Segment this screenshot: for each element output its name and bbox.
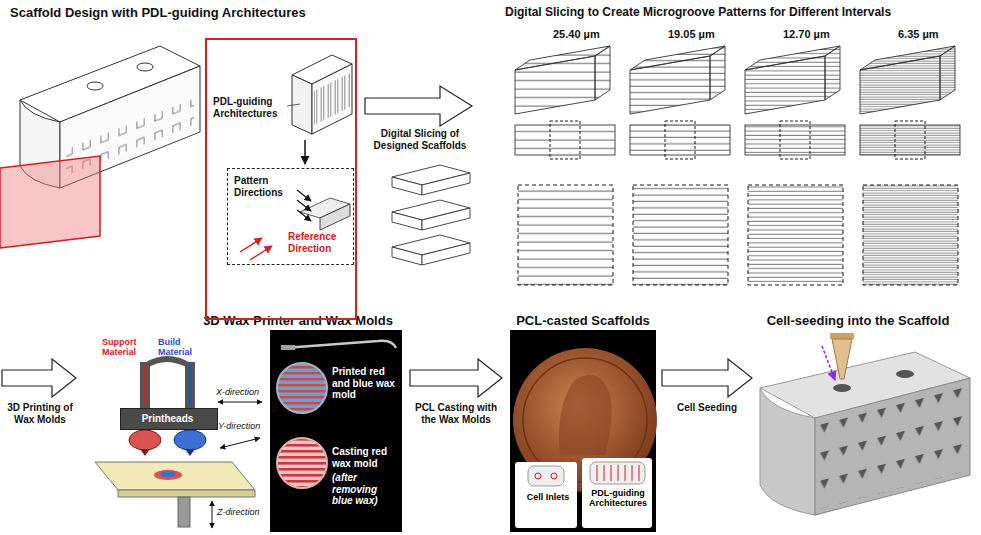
zoom-drawing [287, 55, 352, 164]
printheads-label: Printheads [121, 413, 214, 425]
seeding-drawing [760, 333, 970, 515]
material-label: Support Material [102, 337, 150, 358]
interval-label: 25.40 µm [553, 28, 600, 41]
pattern-label: Pattern Directions [234, 175, 296, 198]
interval-label: 19.05 µm [668, 28, 715, 41]
part-label: PDL-guiding Architectures [583, 488, 653, 509]
interval-label: 12.70 µm [783, 28, 830, 41]
printer-drawing [95, 359, 262, 528]
arrow-label: 3D Printing of Wax Molds [0, 402, 80, 425]
arrow-label: Digital Slicing of Designed Scaffolds [364, 128, 476, 151]
scaffold-drawing [0, 46, 200, 248]
slice-stack [392, 165, 470, 265]
printheads-box: Printheads [120, 408, 218, 430]
pattern-drawing [240, 190, 350, 260]
process-arrow [365, 86, 472, 126]
arrow-label: Cell Seeding [662, 402, 752, 414]
pattern-box: Pattern DirectionsReference Direction [227, 168, 354, 265]
part-label: Cell Inlets [516, 492, 580, 502]
wax-photo [270, 330, 402, 532]
axis-label: X-direction [216, 387, 259, 397]
photo-caption: Casting red wax mold [332, 446, 400, 469]
reference-label: Reference Direction [288, 231, 350, 254]
section-heading: Cell-seeding into the Scaffold [767, 314, 950, 329]
slice-columns [515, 46, 960, 285]
section-heading: Scaffold Design with PDL-guiding Archite… [10, 6, 306, 21]
photo-note: (after removing blue wax) [332, 472, 400, 507]
section-heading: 3D Wax Printer and Wax Molds [203, 314, 393, 329]
wax-photo-panel: Printed red and blue wax moldCasting red… [270, 330, 404, 532]
part-label: PDL-guiding Architectures [213, 96, 289, 119]
pcl-photo-panel: Cell InletsPDL-guiding Architectures [510, 330, 656, 532]
section-heading: Digital Slicing to Create Microgroove Pa… [505, 6, 891, 20]
photo-caption: Printed red and blue wax mold [332, 366, 400, 401]
zoom-box: PDL-guiding ArchitecturesPattern Directi… [205, 38, 357, 320]
section-heading: PCL-casted Scaffolds [516, 314, 650, 329]
axis-label: Y-direction [218, 421, 260, 431]
material-label: Build Material [158, 337, 206, 358]
arrow-label: PCL Casting with the Wax Molds [408, 402, 504, 425]
pcl-photo [510, 330, 657, 532]
interval-label: 6.35 µm [898, 28, 939, 41]
axis-label: Z-direction [217, 507, 260, 517]
